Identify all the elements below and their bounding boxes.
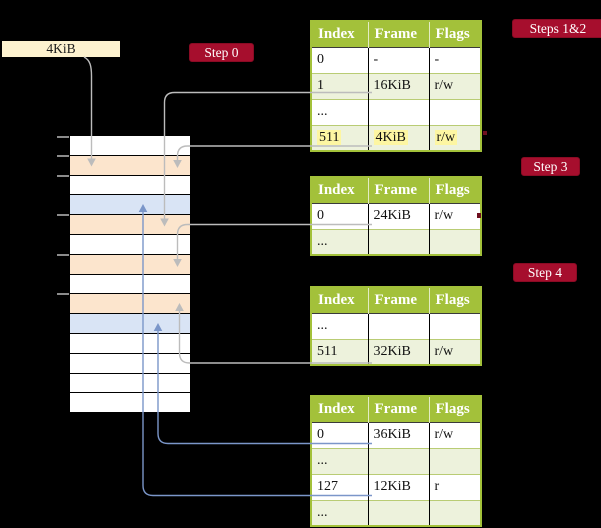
memory-frame-row-2-white [70, 175, 190, 196]
table-cell: r/w [429, 72, 482, 99]
column-header-flags: Flags [429, 177, 481, 203]
memory-frame-row-9-blue [70, 314, 190, 334]
table-cell [429, 228, 482, 255]
table-cell: 511 [311, 338, 369, 365]
table-row: 511 4KiB r/w [311, 124, 482, 151]
table-cell: 32KiB [368, 338, 430, 365]
table-cell: 127 [311, 473, 369, 500]
memory-frame-row-8-orange [70, 294, 190, 315]
table-cell: 0 [311, 46, 369, 73]
memory-tick [57, 155, 69, 157]
table-cell: ... [311, 228, 369, 255]
memory-frame-row-11-white [70, 353, 190, 374]
memory-tick [57, 253, 69, 256]
highlighted-value: 511 [317, 129, 342, 145]
memory-frame-row-1-orange [70, 155, 190, 176]
table-cell: r/w [429, 421, 482, 448]
column-header-frame: Frame [368, 396, 430, 422]
table-cell [429, 98, 482, 125]
column-header-index: Index [311, 21, 369, 47]
memory-tick [57, 214, 69, 216]
column-header-frame: Frame [368, 177, 430, 203]
table-row: ... [311, 98, 482, 125]
column-header-frame: Frame [368, 287, 430, 313]
column-header-flags: Flags [429, 21, 481, 47]
column-header-flags: Flags [429, 287, 481, 313]
column-header-flags: Flags [429, 396, 481, 422]
highlighted-value: 4KiB [373, 129, 408, 145]
step4-label: Step 4 [513, 263, 577, 282]
table-row: 0-- [311, 46, 482, 73]
table-row: ... [311, 228, 482, 255]
step0-label: Step 0 [189, 43, 254, 62]
page-size-label: 4KiB [2, 41, 120, 57]
row-marker-icon [477, 213, 481, 218]
memory-frame-row-13-white [70, 393, 190, 413]
steps-1-2-label: Steps 1&2 [512, 19, 601, 38]
table-cell: 36KiB [368, 421, 430, 448]
table-cell: 16KiB [368, 72, 430, 99]
memory-tick [57, 174, 69, 177]
row-marker-icon [483, 131, 487, 135]
table-cell: 12KiB [368, 473, 430, 500]
highlighted-value: r/w [434, 129, 458, 145]
physical-memory-column [69, 135, 191, 414]
table-cell [429, 447, 482, 474]
table-cell [368, 312, 430, 339]
table-cell: ... [311, 98, 369, 125]
table-cell: 24KiB [368, 202, 430, 229]
table-cell: 4KiB [368, 124, 430, 151]
table-cell: 0 [311, 421, 369, 448]
memory-frame-row-7-white [70, 274, 190, 295]
table-row: ... [311, 499, 482, 526]
table-row: ... [311, 312, 482, 339]
memory-frame-row-12-white [70, 373, 190, 394]
memory-tick [57, 135, 69, 138]
memory-frame-row-5-white [70, 234, 190, 255]
table-cell: - [368, 46, 430, 73]
table-cell: r [429, 473, 482, 500]
table-cell: r/w [429, 124, 482, 151]
table-row: ... [311, 447, 482, 474]
table-cell [429, 312, 482, 339]
table-cell: ... [311, 499, 369, 526]
table-cell [368, 98, 430, 125]
table-cell [368, 499, 430, 526]
memory-frame-row-3-blue [70, 195, 190, 216]
table-cell: r/w [429, 202, 482, 229]
table-cell: 0 [311, 202, 369, 229]
memory-frame-row-0-white [70, 136, 190, 156]
column-header-frame: Frame [368, 21, 430, 47]
table-cell: r/w [429, 338, 482, 365]
column-header-index: Index [311, 287, 369, 313]
table-cell [368, 228, 430, 255]
table-cell: ... [311, 447, 369, 474]
table-cell: - [429, 46, 482, 73]
table-cell: 1 [311, 72, 369, 99]
column-header-index: Index [311, 177, 369, 203]
memory-frame-row-10-white [70, 333, 190, 354]
column-header-index: Index [311, 396, 369, 422]
memory-frame-row-6-orange [70, 254, 190, 275]
memory-frame-row-4-orange [70, 215, 190, 235]
table-cell: ... [311, 312, 369, 339]
table-cell [429, 499, 482, 526]
memory-tick [57, 293, 69, 295]
table-cell: 511 [311, 124, 369, 151]
table-cell [368, 447, 430, 474]
step3-label: Step 3 [521, 157, 580, 176]
